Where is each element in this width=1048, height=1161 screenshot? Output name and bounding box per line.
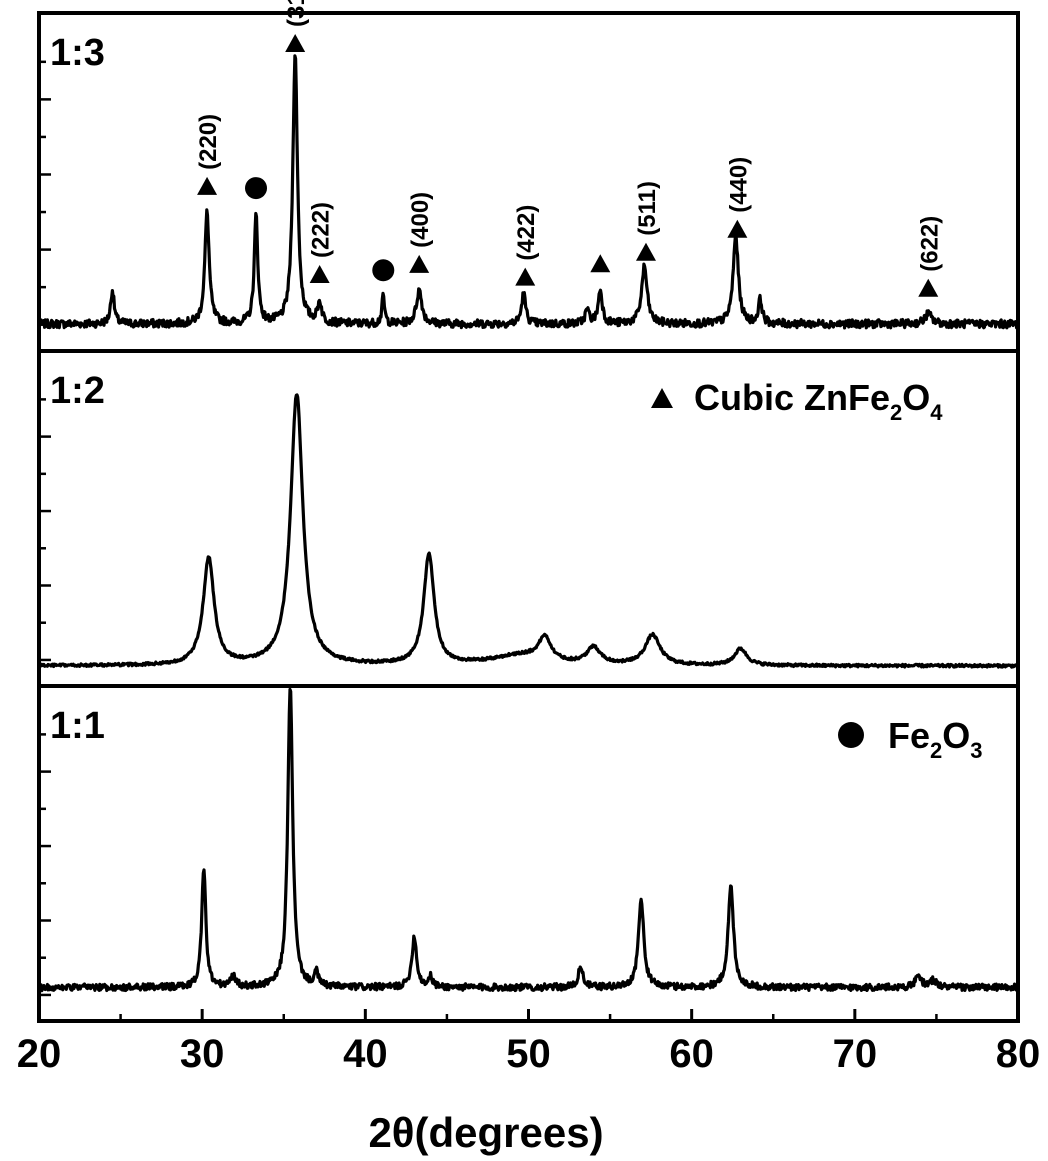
zinc-ferrite-marker bbox=[727, 219, 748, 238]
zinc-ferrite-marker bbox=[590, 254, 611, 273]
zinc-ferrite-marker bbox=[515, 267, 536, 286]
zinc-ferrite-marker bbox=[635, 242, 656, 261]
miller-index-label: (222) bbox=[308, 202, 335, 258]
fe2o3-marker bbox=[245, 177, 268, 200]
panel-label: 1:2 bbox=[50, 370, 105, 412]
miller-index-label: (311) bbox=[283, 0, 310, 27]
trace-1-3 bbox=[37, 54, 1020, 330]
fe2o3-marker bbox=[372, 259, 395, 282]
legend-triangle-icon bbox=[651, 388, 673, 408]
miller-index-label: (422) bbox=[513, 205, 540, 261]
panel-label: 1:3 bbox=[50, 32, 105, 74]
miller-index-label: (440) bbox=[725, 157, 752, 213]
x-tick-label: 80 bbox=[996, 1032, 1041, 1076]
diffraction-traces bbox=[37, 54, 1020, 993]
miller-index-label: (511) bbox=[634, 181, 661, 236]
panel-label: 1:1 bbox=[50, 705, 105, 747]
zinc-ferrite-marker bbox=[197, 176, 218, 195]
x-tick-label: 30 bbox=[180, 1032, 225, 1076]
legend-fe2o3-label: Fe2O3 bbox=[888, 715, 983, 763]
legend-zinc-ferrite-label: Cubic ZnFe2O4 bbox=[694, 377, 943, 425]
zinc-ferrite-marker bbox=[918, 278, 939, 297]
panel-labels: 1:3 1:2 1:1 bbox=[50, 32, 105, 747]
panel-frames bbox=[37, 11, 1020, 1023]
zinc-ferrite-marker bbox=[409, 254, 430, 273]
miller-index-label: (220) bbox=[195, 114, 222, 170]
plot-frame bbox=[37, 11, 1020, 1023]
x-axis-label: 2θ(degrees) bbox=[368, 1109, 603, 1156]
x-tick-label: 50 bbox=[506, 1032, 551, 1076]
legend-circle-icon bbox=[838, 722, 864, 748]
x-tick-label: 60 bbox=[669, 1032, 714, 1076]
trace-1-1 bbox=[37, 687, 1020, 993]
zinc-ferrite-marker bbox=[285, 34, 306, 52]
x-tick-label: 20 bbox=[17, 1032, 62, 1076]
peak-annotations: (220) (311) (222) (400) (422) (511) (440) (622) bbox=[195, 0, 943, 297]
x-tick-label: 70 bbox=[833, 1032, 878, 1076]
trace-1-2 bbox=[38, 393, 1020, 669]
x-tick-label: 40 bbox=[343, 1032, 388, 1076]
zinc-ferrite-marker bbox=[309, 264, 330, 283]
miller-index-label: (400) bbox=[407, 192, 434, 248]
miller-index-label: (622) bbox=[916, 216, 943, 272]
axis-ticks: 20 30 40 50 60 70 80 bbox=[17, 60, 1041, 1076]
